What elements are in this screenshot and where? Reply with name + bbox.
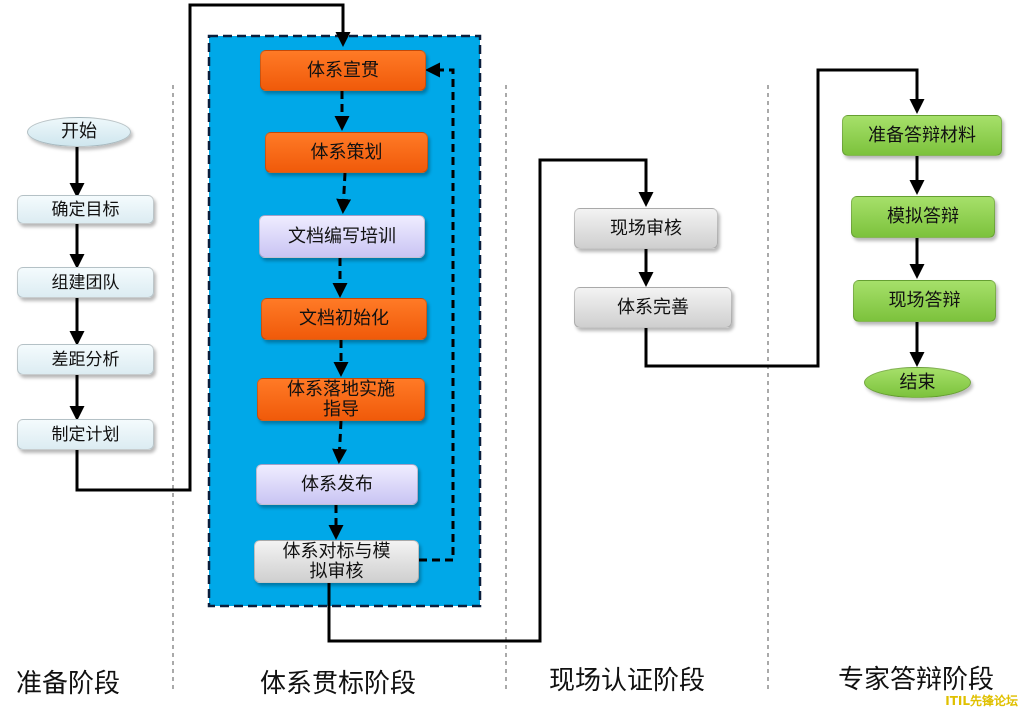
step-mock-defense: 模拟答辩 — [851, 196, 995, 238]
phase-label-implement: 体系贯标阶段 — [260, 669, 417, 699]
step-doc-initialization: 文档初始化 — [261, 298, 427, 340]
step-system-release: 体系发布 — [256, 464, 418, 505]
phase-label-prepare: 准备阶段 — [16, 669, 121, 699]
connector-prepare-to-implement — [75, 3, 351, 492]
phase-label-onsite: 现场认证阶段 — [549, 666, 706, 696]
step-make-plan: 制定计划 — [17, 419, 154, 450]
step-build-team: 组建团队 — [17, 267, 154, 298]
step-system-planning: 体系策划 — [265, 132, 428, 173]
step-system-promotion: 体系宣贯 — [260, 50, 426, 91]
connector-onsite-to-expert — [644, 68, 925, 368]
phase-label-expert: 专家答辩阶段 — [838, 665, 995, 695]
step-onsite-audit: 现场审核 — [574, 208, 718, 249]
step-system-improvement: 体系完善 — [574, 287, 732, 328]
step-prepare-defense-material: 准备答辩材料 — [842, 115, 1002, 156]
feedback-loop — [419, 62, 455, 562]
step-onsite-defense: 现场答辩 — [853, 280, 996, 322]
start-node: 开始 — [27, 117, 131, 147]
arrow-impl-5 — [332, 420, 348, 464]
arrow-impl-2 — [336, 172, 352, 214]
end-node: 结束 — [864, 367, 971, 398]
step-implementation-guidance: 体系落地实施 指导 — [257, 378, 425, 421]
step-define-target: 确定目标 — [17, 195, 154, 224]
connector-implement-to-onsite — [327, 158, 654, 643]
step-doc-training: 文档编写培训 — [259, 215, 425, 258]
step-benchmark-mock-audit: 体系对标与模 拟审核 — [254, 540, 419, 583]
watermark: ITIL先锋论坛 — [945, 694, 1018, 708]
step-gap-analysis: 差距分析 — [17, 344, 154, 375]
